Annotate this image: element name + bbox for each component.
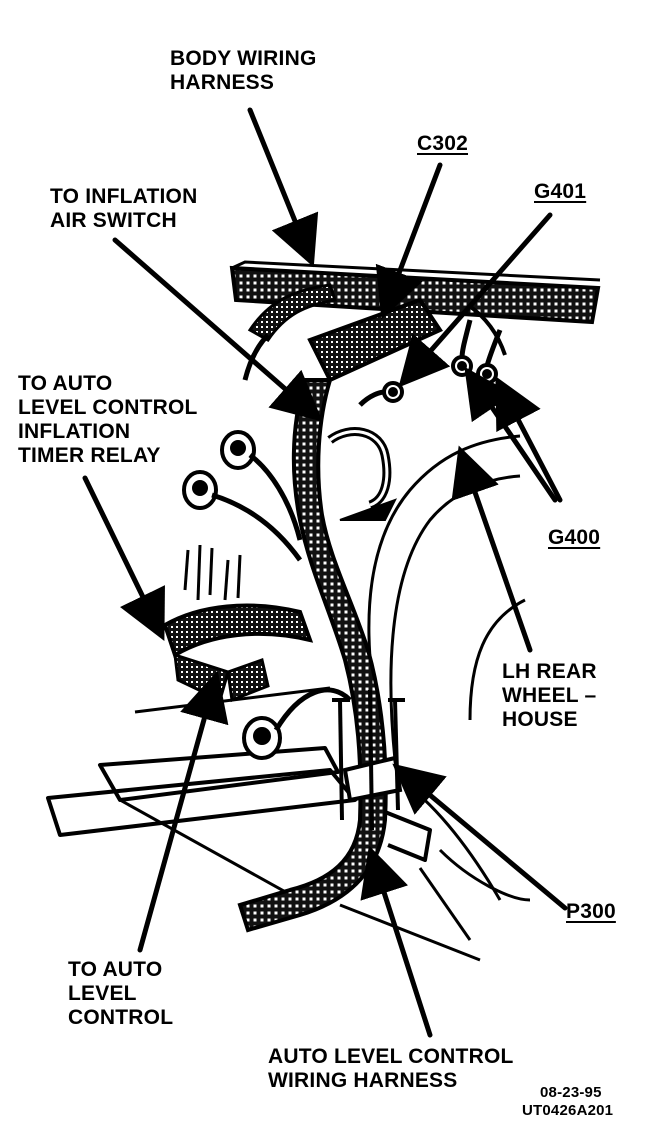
floor-pan bbox=[46, 686, 481, 962]
footer-date-code: 08-23-95 bbox=[540, 1084, 602, 1101]
label-line: INFLATION bbox=[18, 420, 131, 443]
label-line: CONTROL bbox=[68, 1006, 174, 1029]
label-line: AUTO LEVEL CONTROL bbox=[268, 1045, 514, 1068]
label-g400: G400 bbox=[548, 526, 601, 549]
label-line: LEVEL bbox=[68, 982, 137, 1005]
label-body-wiring-harness: BODY WIRING HARNESS bbox=[170, 47, 316, 95]
label-line: HOUSE bbox=[502, 708, 578, 731]
c302-connector-block bbox=[307, 297, 443, 383]
leader-arrows bbox=[82, 107, 568, 1038]
label-line: AIR SWITCH bbox=[50, 209, 177, 232]
air-switch-branch bbox=[327, 427, 398, 521]
label-to-auto-level-control-inflation-timer-relay: TO AUTO LEVEL CONTROL INFLATION TIMER RE… bbox=[18, 372, 198, 468]
label-line: BODY WIRING bbox=[170, 47, 317, 70]
label-auto-level-control-wiring-harness: AUTO LEVEL CONTROL WIRING HARNESS bbox=[268, 1045, 514, 1093]
auto-level-harness-bundle bbox=[237, 283, 507, 933]
label-to-inflation-air-switch: TO INFLATION AIR SWITCH bbox=[50, 185, 197, 233]
plug-connectors bbox=[182, 430, 352, 760]
label-to-auto-level-control: TO AUTO LEVEL CONTROL bbox=[68, 958, 173, 1030]
label-line: LEVEL CONTROL bbox=[18, 396, 198, 419]
label-line: HARNESS bbox=[170, 71, 275, 94]
label-g401: G401 bbox=[534, 180, 587, 203]
label-line: WIRING HARNESS bbox=[268, 1069, 458, 1092]
footer-figure-id: UT0426A201 bbox=[522, 1102, 614, 1119]
timer-relay-bracket bbox=[162, 544, 314, 703]
label-c302: C302 bbox=[417, 132, 469, 155]
label-line: TO INFLATION bbox=[50, 185, 198, 208]
label-p300: P300 bbox=[566, 900, 616, 923]
label-lh-rear-wheelhouse: LH REAR WHEEL – HOUSE bbox=[502, 660, 597, 732]
label-line: TO AUTO bbox=[18, 372, 113, 395]
label-line: TO AUTO bbox=[68, 958, 163, 981]
label-line: WHEEL – bbox=[502, 684, 597, 707]
label-line: TIMER RELAY bbox=[18, 444, 161, 467]
label-line: LH REAR bbox=[502, 660, 597, 683]
